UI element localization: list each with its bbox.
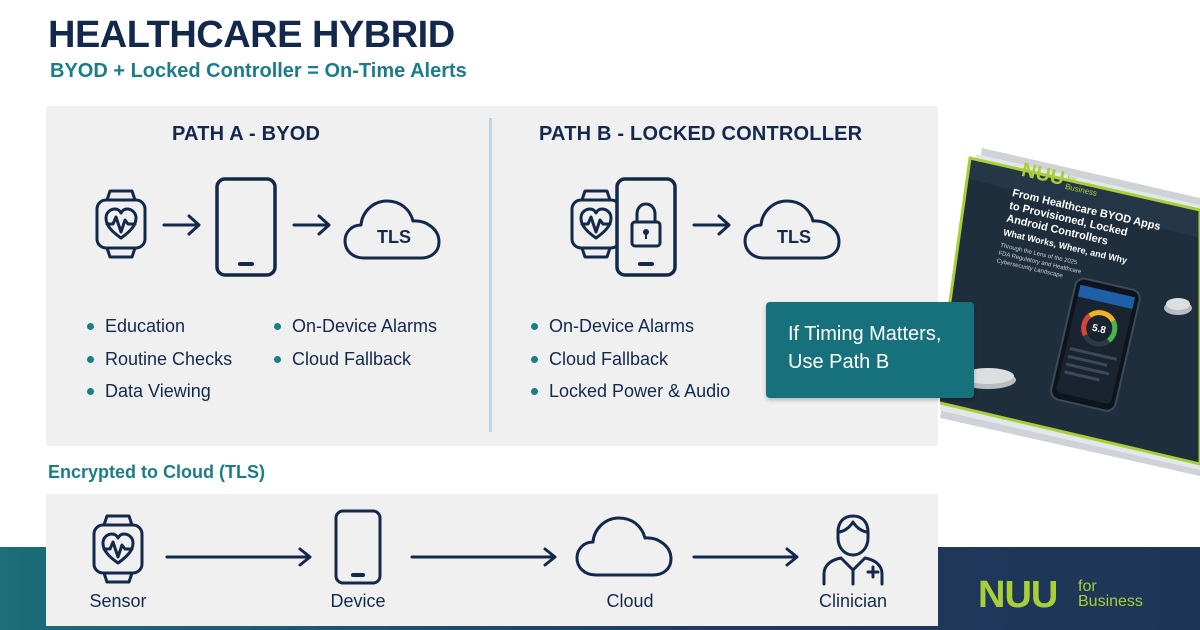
brochure-phone-value: 5.8 [1091,323,1107,337]
arrow-right-icon [410,545,558,569]
cloud-tls-text: TLS [377,227,411,247]
arrow-right-icon [165,545,313,569]
smartphone-icon [214,176,278,278]
arrow-right-icon [692,213,732,237]
locked-phone-icon [614,176,678,278]
brochure-image: NUU for Business From Healthcare BYOD Ap… [934,148,1200,476]
list-item: Locked Power & Audio [531,379,730,412]
cloud-icon: TLS [342,196,442,262]
cloud-tls-text: TLS [777,227,811,247]
list-item: Data Viewing [87,379,232,412]
nuu-logo: NUU for Business [978,574,1178,617]
flow-step-label: Clinician [818,591,888,611]
clinician-icon [816,512,890,586]
paths-divider [489,118,492,432]
callout-line-1: If Timing Matters, [788,323,942,345]
path-a-bullets-right: On-Device Alarms Cloud Fallback [274,314,437,379]
list-item: Cloud Fallback [531,347,730,380]
encrypted-label: Encrypted to Cloud (TLS) [48,462,265,482]
timing-callout: If Timing Matters, Use Path B [766,302,974,398]
lock-icon [630,202,662,248]
watch-heart-icon [90,513,146,585]
cloud-icon: TLS [742,196,842,262]
path-b-bullets: On-Device Alarms Cloud Fallback Locked P… [531,314,730,412]
path-a-bullets-left: Education Routine Checks Data Viewing [87,314,232,412]
flow-step-label: Device [330,591,386,611]
brochure-brand-for: for [1066,173,1077,184]
logo-for: for [1078,578,1097,595]
cloud-icon [574,513,674,579]
list-item: On-Device Alarms [531,314,730,347]
list-item: On-Device Alarms [274,314,437,347]
arrow-right-icon [162,213,202,237]
path-b-title: PATH B - LOCKED CONTROLLER [539,123,863,145]
list-item: Cloud Fallback [274,347,437,380]
arrow-right-icon [292,213,332,237]
flow-step-label: Sensor [89,591,147,611]
list-item: Education [87,314,232,347]
logo-business: Business [1078,593,1143,610]
watch-heart-icon [93,188,149,260]
arrow-right-icon [692,545,800,569]
flow-panel [46,494,938,626]
page-subtitle: BYOD + Locked Controller = On-Time Alert… [50,60,467,82]
logo-brand: NUU [978,574,1058,616]
callout-line-2: Use Path B [788,351,890,373]
flow-step-label: Cloud [606,591,654,611]
smartphone-icon [333,508,383,586]
page-title: HEALTHCARE HYBRID [48,14,455,56]
list-item: Routine Checks [87,347,232,380]
path-a-title: PATH A - BYOD [172,123,321,145]
